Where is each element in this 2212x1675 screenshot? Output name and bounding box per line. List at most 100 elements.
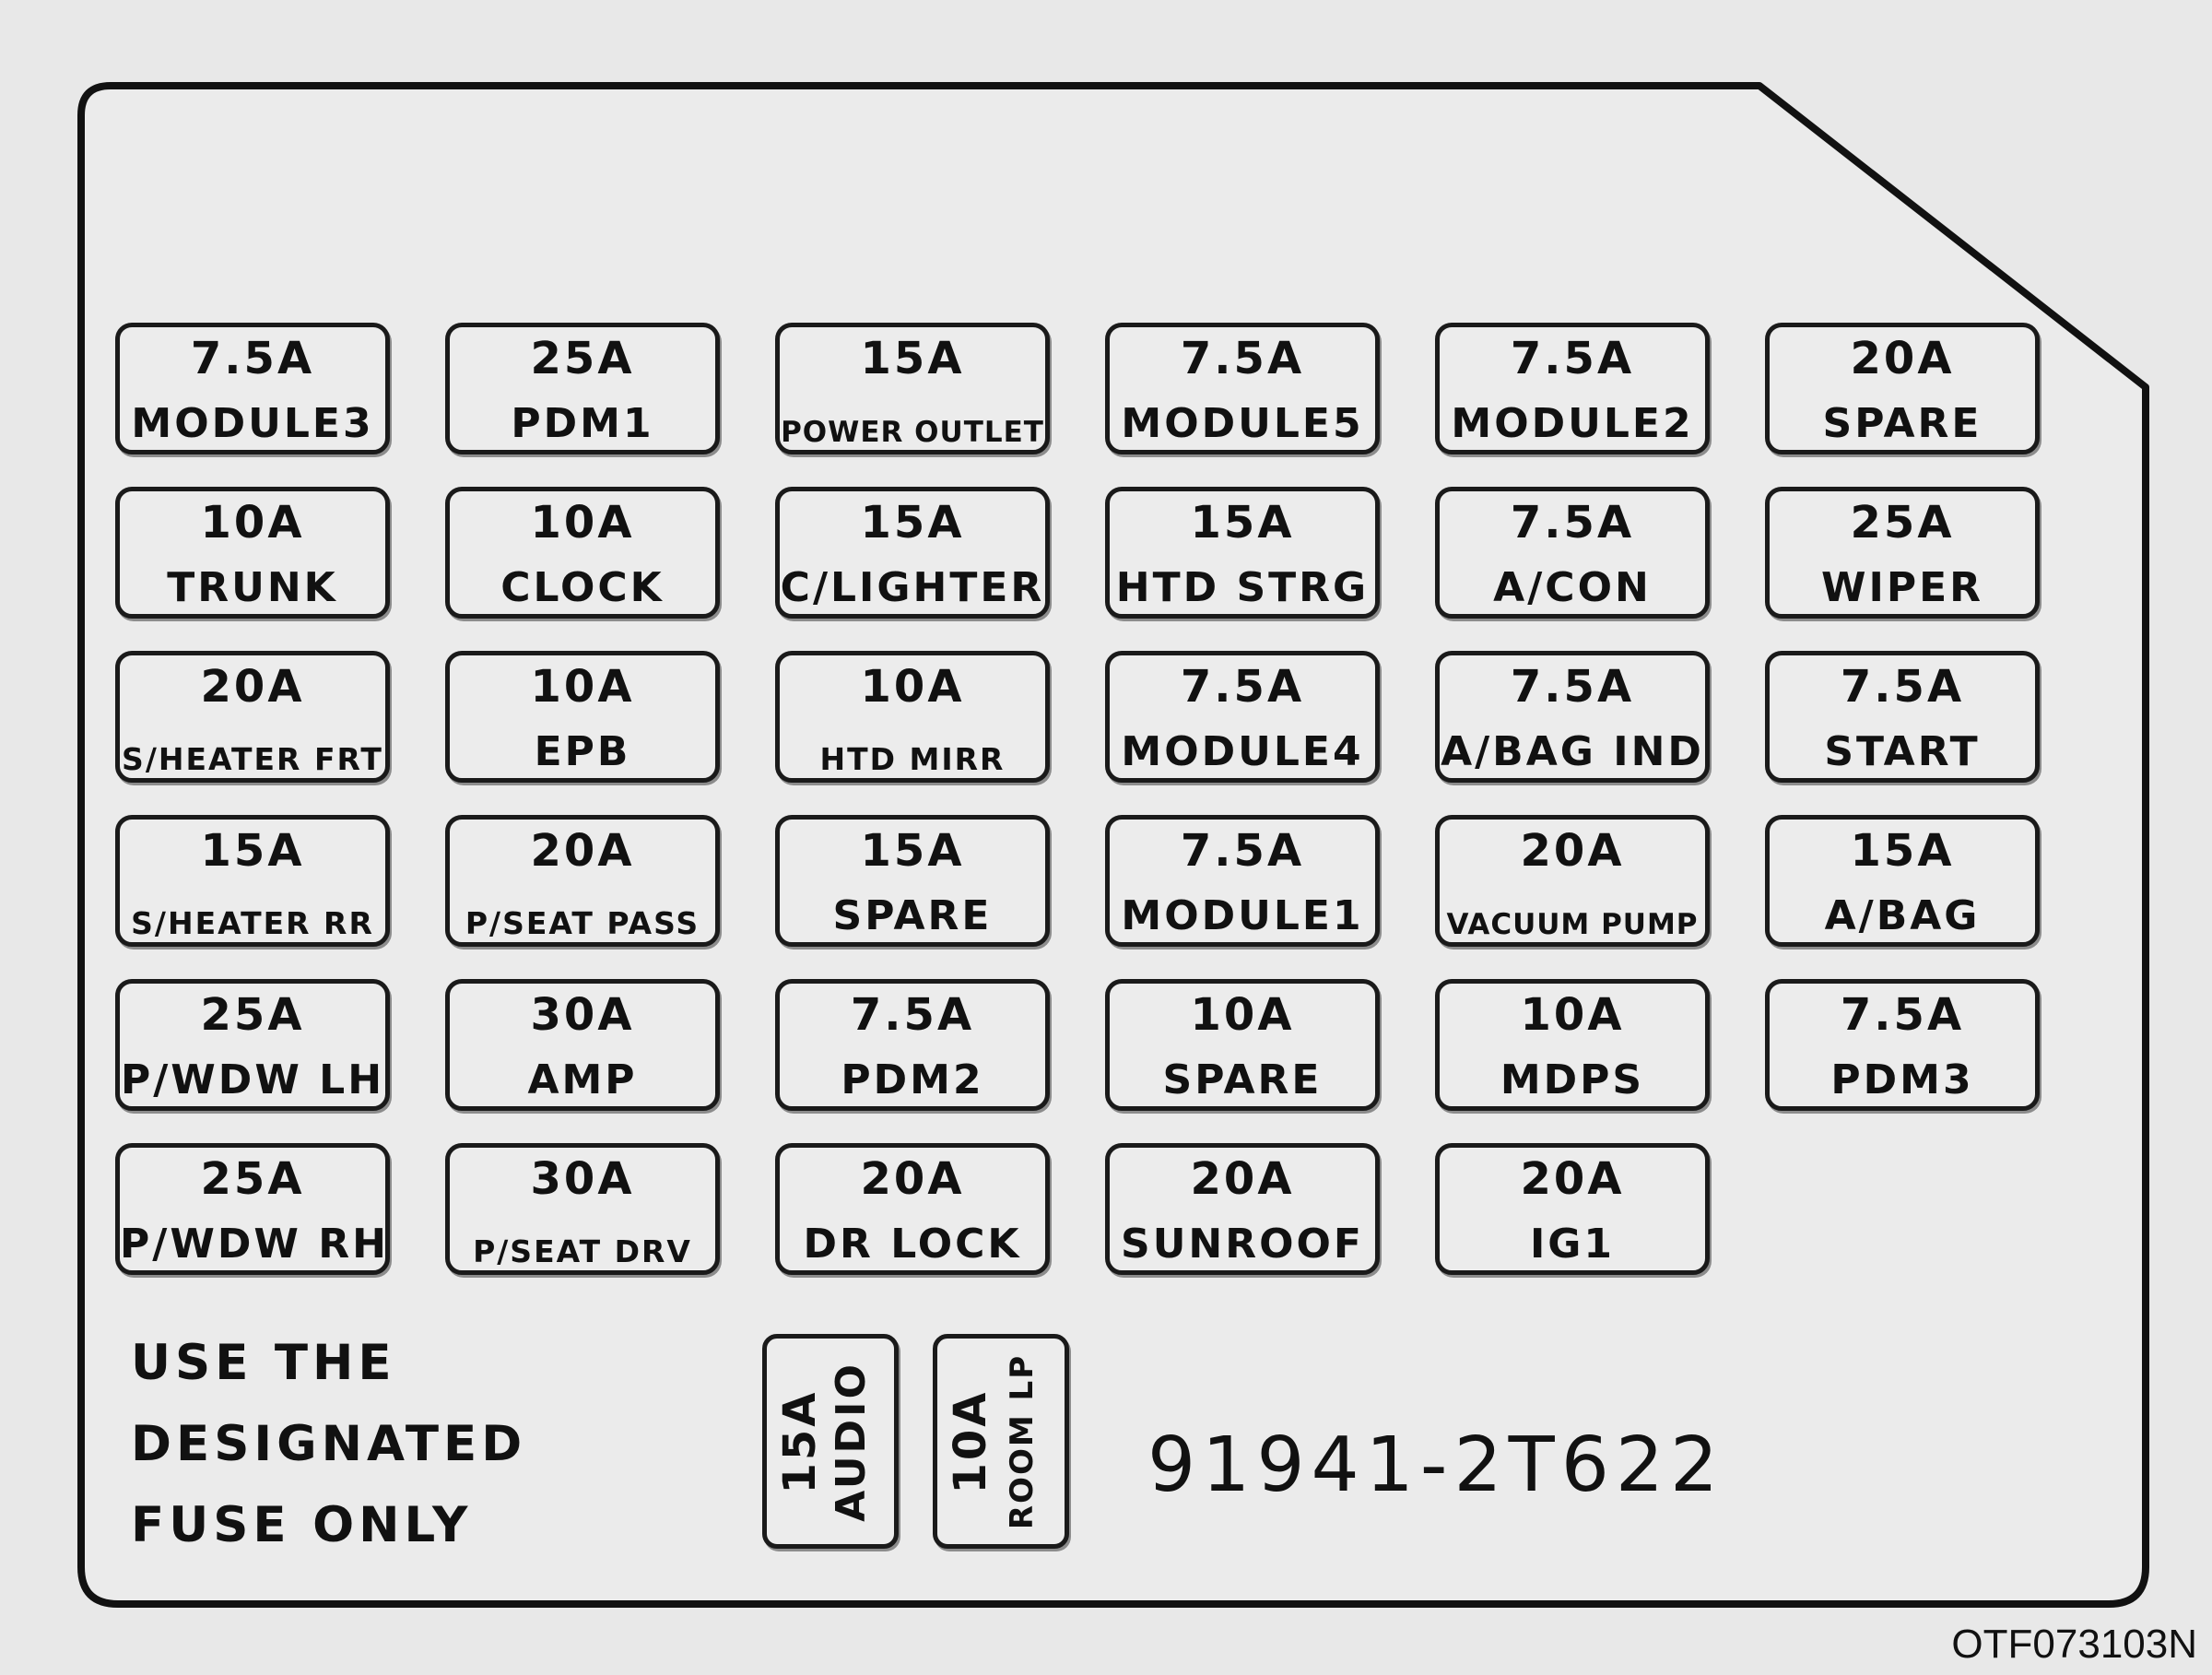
part-number: 91941-2T622 (1147, 1421, 1725, 1509)
fuse: 30A AMP (445, 979, 720, 1111)
fuse-label: MODULE1 (1121, 892, 1364, 939)
fuse-label: P/WDW RH (120, 1221, 389, 1268)
fuse-amperage: 7.5A (850, 989, 975, 1041)
fuse-amperage: 20A (200, 661, 305, 713)
fuse-label: SUNROOF (1121, 1221, 1364, 1268)
fuse-label: C/LIGHTER (780, 564, 1045, 611)
fuse: 15A C/LIGHTER (775, 487, 1050, 619)
fuse-label: TRUNK (167, 564, 338, 611)
fuse: 10A EPB (445, 651, 720, 783)
fuse-label: MODULE4 (1121, 728, 1364, 775)
fuse-amperage: 20A (530, 825, 635, 877)
fuse-amperage: 15A (860, 497, 965, 549)
fuse-label: MDPS (1500, 1056, 1645, 1103)
fuse-amperage: 10A (530, 497, 635, 549)
fuse-label: MODULE3 (131, 400, 374, 447)
fuse-label: VACUUM PUMP (1446, 908, 1699, 941)
fuse-amperage: 25A (200, 989, 305, 1041)
fuse: 20A S/HEATER FRT (115, 651, 390, 783)
fuse-amperage: 7.5A (1840, 661, 1965, 713)
fuse-label: DR LOCK (803, 1221, 1022, 1268)
fuse-amperage: 15A (774, 1389, 826, 1493)
fuse-label: WIPER (1820, 564, 1984, 611)
fuse-amperage: 30A (530, 989, 635, 1041)
fuse: 7.5A MODULE4 (1105, 651, 1380, 783)
fuse-amperage: 15A (860, 825, 965, 877)
fuse-label: SPARE (832, 892, 993, 939)
fuse-amperage: 30A (530, 1153, 635, 1205)
figure-code: OTF073103N (1951, 1622, 2197, 1667)
fuse: 15A A/BAG (1765, 815, 2040, 947)
fuse-amperage: 20A (860, 1153, 965, 1205)
fuse-amperage: 20A (1850, 333, 1955, 384)
fuse-amperage: 10A (1190, 989, 1295, 1041)
fuse-amperage: 10A (860, 661, 965, 713)
fuse-amperage: 7.5A (1510, 497, 1635, 549)
fuse-label: A/BAG IND (1441, 728, 1704, 775)
fuse-amperage: 7.5A (190, 333, 315, 384)
fuse-label: ROOM LP (1004, 1353, 1041, 1529)
designated-fuse-notice: USE THE DESIGNATED FUSE ONLY (131, 1323, 526, 1566)
fuse-amperage: 20A (1190, 1153, 1295, 1205)
fuse: 25A P/WDW LH (115, 979, 390, 1111)
fuse-label: S/HEATER FRT (122, 741, 383, 777)
fuse: 15A SPARE (775, 815, 1050, 947)
fuse: 7.5A MODULE5 (1105, 323, 1380, 454)
fuse-label: P/SEAT PASS (465, 905, 700, 941)
fuse: 7.5A MODULE3 (115, 323, 390, 454)
fuse-label: HTD MIRR (819, 741, 1006, 777)
notice-line-3: FUSE ONLY (131, 1497, 473, 1553)
fuse: 10A SPARE (1105, 979, 1380, 1111)
fuse-amperage: 15A (200, 825, 305, 877)
fuse-amperage: 15A (1850, 825, 1955, 877)
fuse-label: SPARE (1822, 400, 1983, 447)
fuse-label: PDM1 (511, 400, 654, 447)
fuse-label: START (1824, 728, 1981, 775)
fuse-amperage: 25A (200, 1153, 305, 1205)
fuse: 7.5A PDM2 (775, 979, 1050, 1111)
fuse-label: EPB (534, 728, 631, 775)
fuse-label: SPARE (1162, 1056, 1323, 1103)
fuse: 10A HTD MIRR (775, 651, 1050, 783)
fuse-amperage: 10A (530, 661, 635, 713)
fuse-label: HTD STRG (1115, 564, 1370, 611)
fuse-label: MODULE2 (1451, 400, 1694, 447)
fuse-label: AMP (527, 1056, 638, 1103)
fuse: 20A DR LOCK (775, 1143, 1050, 1275)
notice-line-2: DESIGNATED (131, 1416, 527, 1472)
fuse-amperage: 7.5A (1180, 333, 1305, 384)
fuse-amperage: 25A (1850, 497, 1955, 549)
fuse-label: POWER OUTLET (781, 416, 1044, 449)
fuse: 25A WIPER (1765, 487, 2040, 619)
fuse-label: MODULE5 (1121, 400, 1364, 447)
fuse-amperage: 7.5A (1180, 661, 1305, 713)
fuse-amperage: 10A (945, 1389, 996, 1493)
fuse: 20A SPARE (1765, 323, 2040, 454)
fuse-amperage: 7.5A (1180, 825, 1305, 877)
fuse-label: A/BAG (1824, 892, 1981, 939)
fuse: 30A P/SEAT DRV (445, 1143, 720, 1275)
fuse: 25A P/WDW RH (115, 1143, 390, 1275)
fuse-label: P/WDW LH (120, 1056, 385, 1103)
fuse-label: S/HEATER RR (131, 905, 374, 941)
notice-line-1: USE THE (131, 1335, 396, 1391)
fuse-label: PDM2 (841, 1056, 984, 1103)
fuse-label: P/SEAT DRV (473, 1233, 692, 1269)
fuse-amperage: 15A (1190, 497, 1295, 549)
fuse: 20A SUNROOF (1105, 1143, 1380, 1275)
fuse-label: AUDIO (828, 1361, 875, 1522)
